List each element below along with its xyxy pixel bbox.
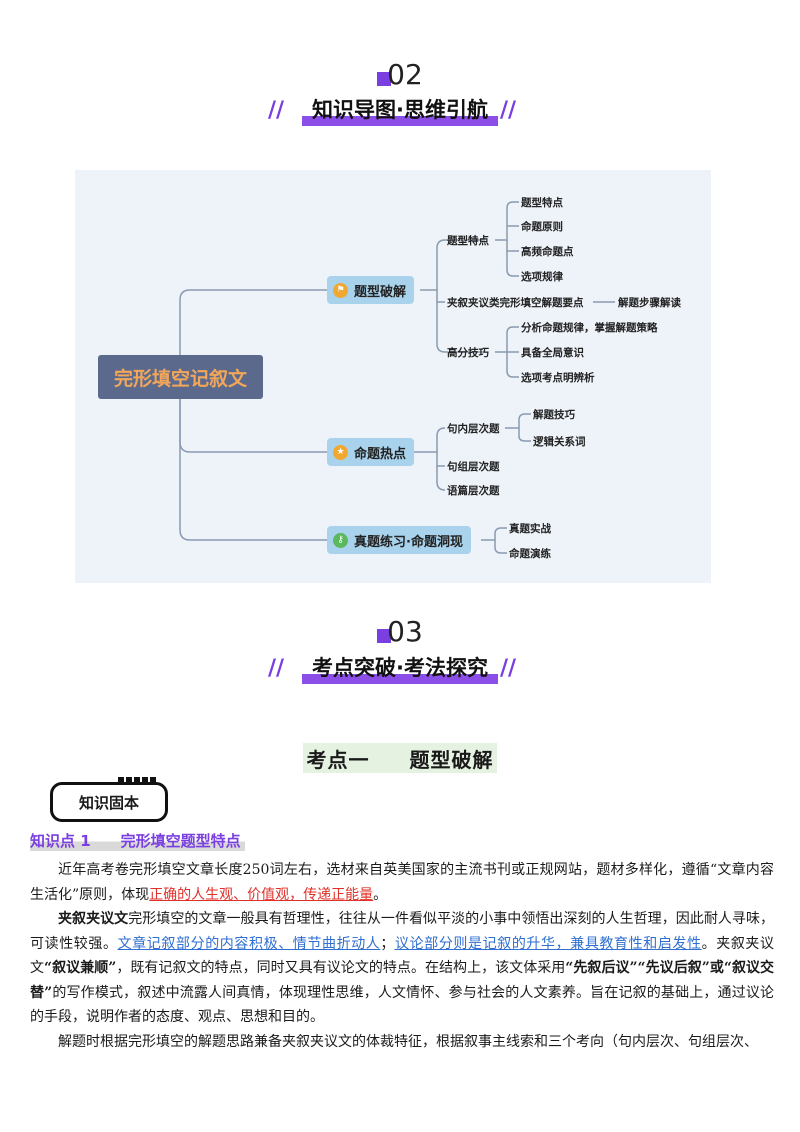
node-label: 分析命题规律，掌握解题策略 bbox=[521, 322, 658, 334]
node-label: 高分技巧 bbox=[447, 347, 489, 359]
node-label: 具备全局意识 bbox=[521, 347, 584, 359]
node-label: 逻辑关系词 bbox=[533, 436, 586, 448]
slash-decoration: // bbox=[500, 98, 517, 123]
node-label: 真题实战 bbox=[509, 523, 551, 535]
mind-map-connectors bbox=[179, 201, 615, 554]
lock-icon: ⚷ bbox=[333, 532, 348, 548]
flag-icon: ⚑ bbox=[333, 282, 348, 298]
node-label: 选项考点明辨析 bbox=[521, 372, 595, 384]
branch-mingti-redian: ★命题热点 bbox=[327, 438, 415, 466]
node-label: 题型特点 bbox=[447, 235, 489, 247]
node-label: 解题技巧 bbox=[533, 409, 575, 421]
node-label: 句组层次题 bbox=[447, 461, 500, 473]
slash-decoration: // bbox=[268, 656, 285, 681]
node-label: 选项规律 bbox=[521, 271, 563, 283]
mind-map: 完形填空记叙文 ⚑题型破解 ★命题热点 ⚷真题练习·命题洞现 题型特点 题型特点… bbox=[75, 170, 711, 583]
node-label: 语篇层次题 bbox=[447, 485, 500, 497]
badge-dots bbox=[118, 777, 156, 783]
paragraph-3: 解题时根据完形填空的解题思路兼备夹叙夹议文的体裁特征，根据叙事主线索和三个考向（… bbox=[58, 1034, 758, 1050]
star-icon: ★ bbox=[333, 444, 348, 460]
paragraph-2: 夹叙夹议文完形填空的文章一般具有哲理性，往往从一件看似平淡的小事中领悟出深刻的人… bbox=[30, 911, 775, 1025]
section-title: 知识导图·思维引航 bbox=[0, 94, 800, 126]
branch-tixing-pojie: ⚑题型破解 bbox=[327, 276, 415, 304]
node-label: 题型特点 bbox=[521, 197, 563, 209]
slash-decoration: // bbox=[500, 656, 517, 681]
section-title: 考点突破·考法探究 bbox=[0, 652, 800, 684]
kaodian-title: 考点一题型破解 bbox=[303, 743, 497, 773]
node-label: 夹叙夹议类完形填空解题要点 bbox=[447, 297, 584, 309]
paragraph-1: 近年高考卷完形填空文章长度250词左右，选材来自英美国家的主流书刊或正规网站，题… bbox=[30, 862, 774, 903]
node-label: 解题步骤解读 bbox=[618, 297, 681, 309]
section-number-block bbox=[377, 629, 392, 643]
mind-map-root: 完形填空记叙文 bbox=[98, 355, 263, 399]
branch-zhenti-lianxi: ⚷真题练习·命题洞现 bbox=[327, 526, 471, 554]
section-number-block bbox=[377, 72, 392, 86]
knowledge-badge: 知识固本 bbox=[50, 782, 168, 822]
node-label: 句内层次题 bbox=[447, 423, 500, 435]
section-number: 02 bbox=[0, 58, 800, 91]
slash-decoration: // bbox=[268, 98, 285, 123]
node-label: 命题原则 bbox=[521, 221, 563, 233]
section-number: 03 bbox=[0, 615, 800, 648]
node-label: 高频命题点 bbox=[521, 246, 574, 258]
node-label: 命题演练 bbox=[509, 548, 551, 560]
